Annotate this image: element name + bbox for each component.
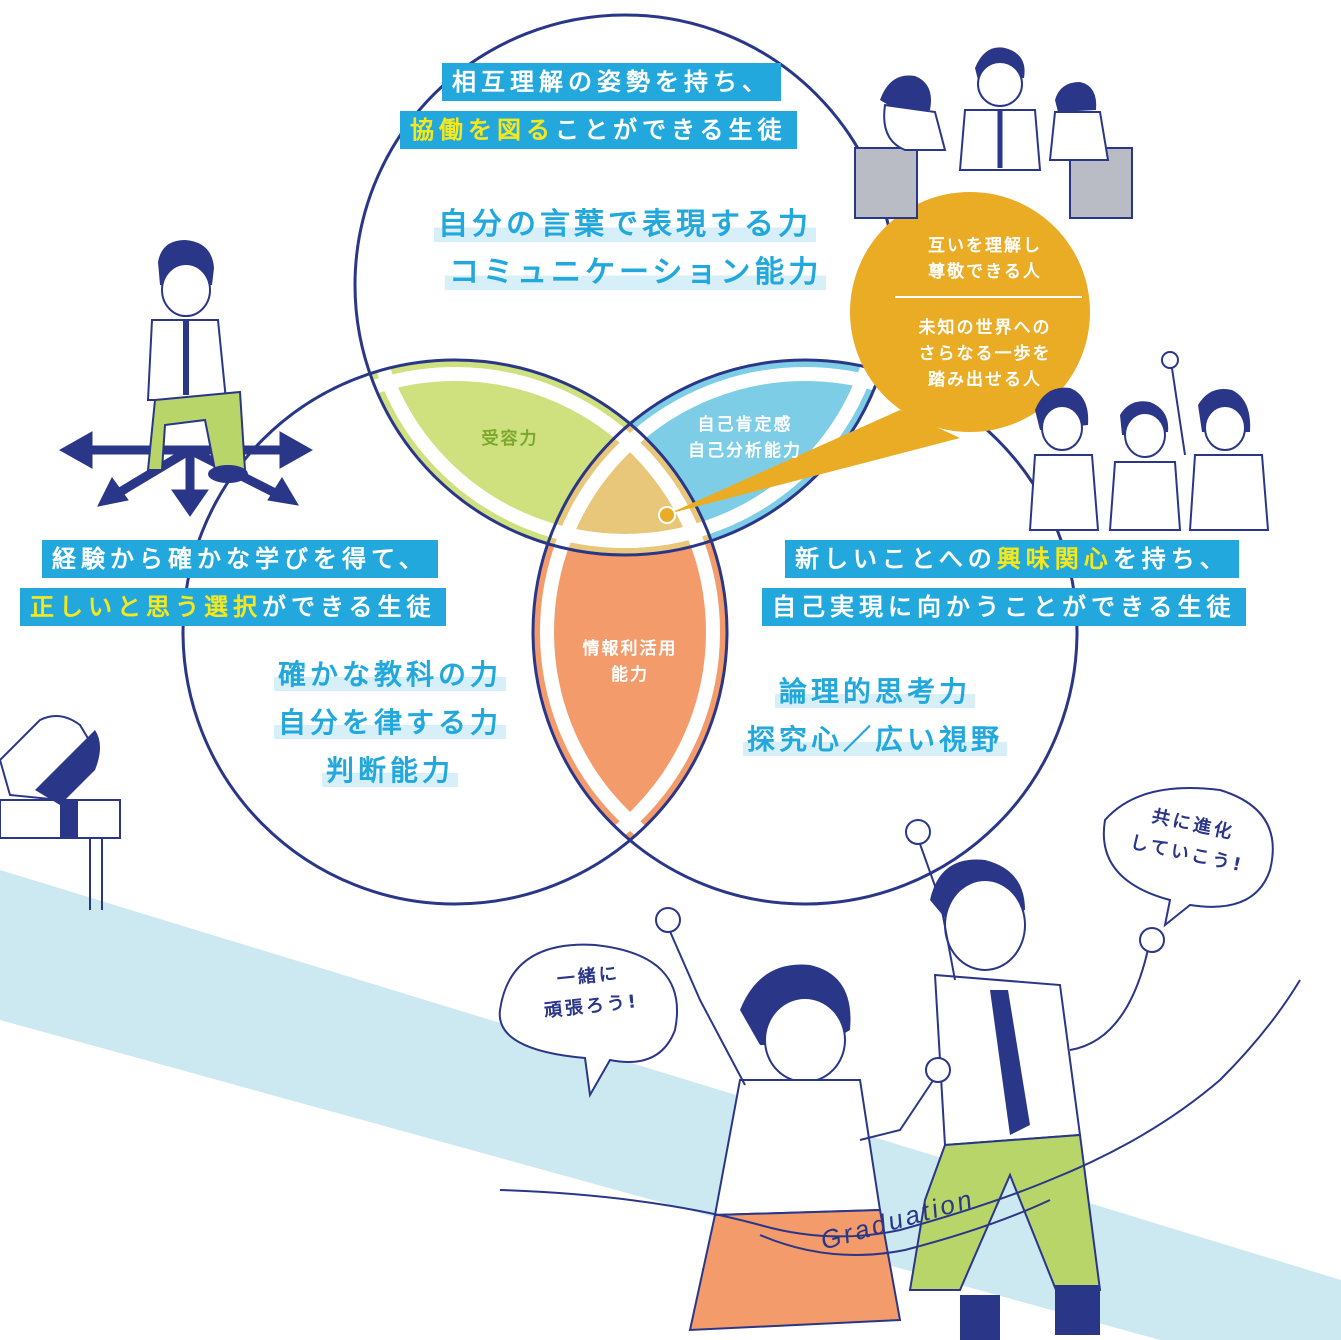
right-banner-line1: 新しいことへの興味関心を持ち、 <box>785 540 1239 578</box>
right-skill-2: 探究心／広い視野 <box>730 720 1020 760</box>
thinking-student-illustration <box>58 240 314 517</box>
bubble-line-1: 互いを理解し <box>928 236 1042 256</box>
left-banner-line1: 経験から確かな学びを得て、 <box>42 540 438 578</box>
lens-label-info-literacy-1: 情報利活用 <box>582 639 678 659</box>
circle-left <box>181 358 729 906</box>
hurdle-illustration <box>0 715 121 910</box>
left-skill-1: 確かな教科の力 <box>255 655 525 695</box>
bubble-line-3: 未知の世界への <box>918 318 1052 338</box>
lens-label-self-esteem: 自己肯定感 自己分析能力 <box>665 412 825 464</box>
bubble-text-bottom: 未知の世界への さらなる一歩を 踏み出せる人 <box>880 315 1090 393</box>
center-bubble-tail <box>668 410 960 514</box>
right-skill-1: 論理的思考力 <box>730 672 1020 712</box>
circle-right <box>531 358 1079 906</box>
lens-label-info-literacy: 情報利活用 能力 <box>560 636 700 688</box>
top-skill-2: コミュニケーション能力 <box>445 253 827 293</box>
center-bubble <box>850 192 1090 432</box>
top-banner-line1: 相互理解の姿勢を持ち、 <box>442 63 781 101</box>
cheering-students-illustration <box>1028 351 1270 531</box>
lens-label-self-esteem-1: 自己肯定感 <box>697 415 793 435</box>
left-skill-2: 自分を律する力 <box>255 703 525 743</box>
lens-label-info-literacy-2: 能力 <box>611 665 649 685</box>
finish-ribbon <box>499 979 1301 1238</box>
graduation-runners-illustration <box>655 819 1165 1340</box>
speech-bubble-left <box>498 943 679 1099</box>
left-banner-line2: 正しいと思う選択ができる生徒 <box>20 588 446 626</box>
bubble-line-5: 踏み出せる人 <box>928 370 1042 390</box>
bubble-line-2: 尊敬できる人 <box>928 262 1042 282</box>
lens-label-self-esteem-2: 自己分析能力 <box>688 441 802 461</box>
running-track <box>0 870 1341 1340</box>
bubble-text-top: 互いを理解し 尊敬できる人 <box>880 233 1090 285</box>
right-banner-line2: 自己実現に向かうことができる生徒 <box>762 588 1246 626</box>
top-banner-line2: 協働を図ることができる生徒 <box>400 111 797 149</box>
lens-label-acceptance: 受容力 <box>481 429 539 449</box>
left-skill-3: 判断能力 <box>255 751 525 791</box>
bubble-line-4: さらなる一歩を <box>918 344 1052 364</box>
center-dot <box>658 506 676 524</box>
top-skill-1: 自分の言葉で表現する力 <box>425 205 825 245</box>
discussion-students-illustration <box>854 47 1133 219</box>
speech-bubble-right <box>1102 787 1274 928</box>
